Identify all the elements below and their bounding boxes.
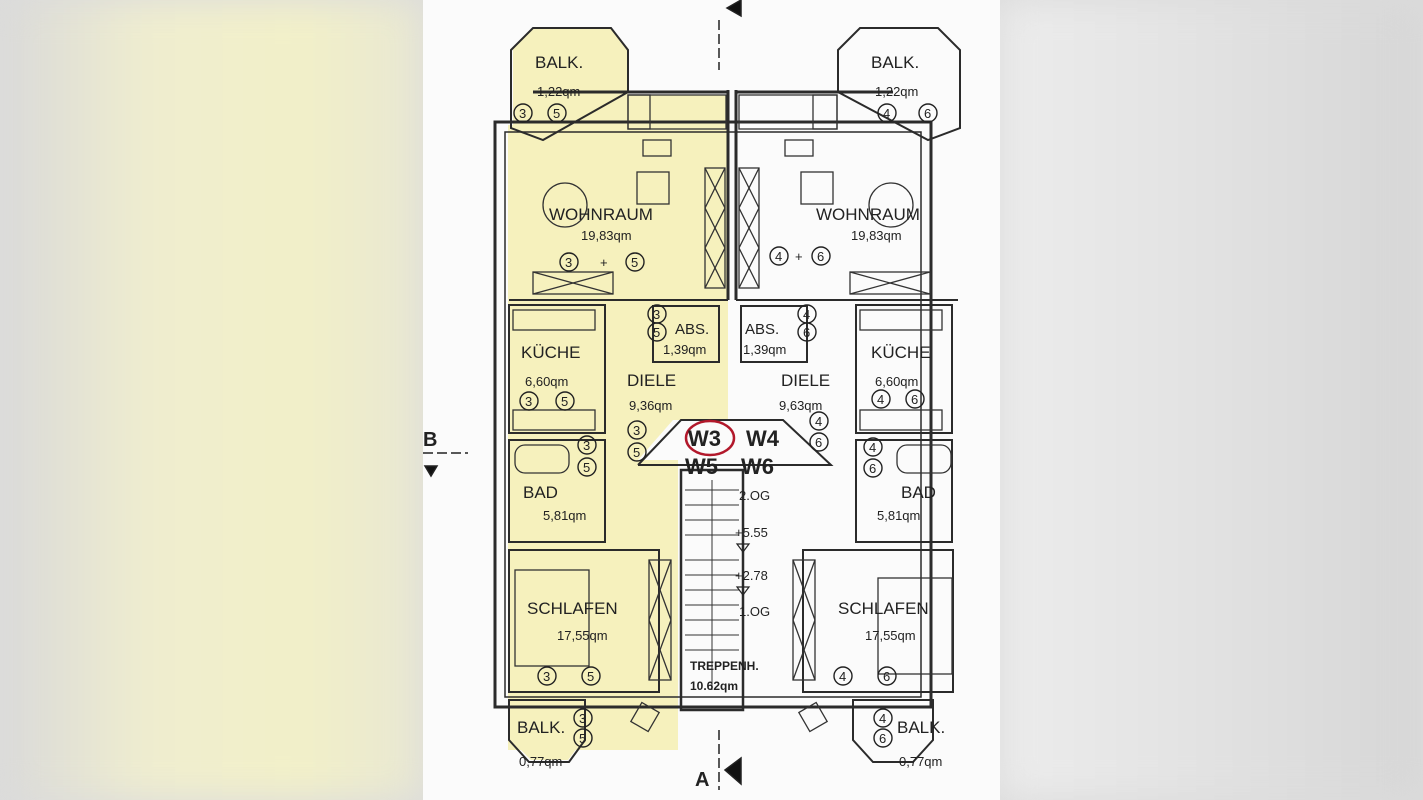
stair-floor-1: 1.OG bbox=[739, 604, 770, 619]
left-balk-bottom-n1: 3 bbox=[579, 711, 586, 726]
left-abs-area: 1,39qm bbox=[663, 342, 706, 357]
right-wohnraum-name: WOHNRAUM bbox=[816, 205, 920, 224]
left-unit-fill bbox=[503, 28, 728, 760]
right-bad-n1: 4 bbox=[869, 440, 876, 455]
stair-labels: W3 W4 W5 W6 2.OG +5.55 +2.78 1.OG TREPPE… bbox=[684, 419, 780, 693]
left-wohnraum-area: 19,83qm bbox=[581, 228, 632, 243]
walls bbox=[493, 27, 961, 763]
left-wohnraum-plus: + bbox=[600, 255, 608, 270]
right-schlafen-name: SCHLAFEN bbox=[838, 599, 929, 618]
left-bad-name: BAD bbox=[523, 483, 558, 502]
right-balk-top-n1: 4 bbox=[883, 106, 890, 121]
right-schlafen-n1: 4 bbox=[839, 669, 846, 684]
right-unit-labels: BALK. 1,22qm 4 6 WOHNRAUM 19,83qm 4 + 6 … bbox=[743, 53, 945, 769]
right-abs-n2: 6 bbox=[803, 325, 810, 340]
left-bad-area: 5,81qm bbox=[543, 508, 586, 523]
right-kueche-area: 6,60qm bbox=[875, 374, 918, 389]
cabinets bbox=[532, 167, 931, 681]
unit-label-w5: W5 bbox=[685, 454, 718, 479]
section-mark-side: B bbox=[423, 429, 437, 451]
right-wohnraum-n2: 6 bbox=[817, 249, 824, 264]
left-bad-n2: 5 bbox=[583, 460, 590, 475]
right-wohnraum-area: 19,83qm bbox=[851, 228, 902, 243]
left-balk-top-area: 1,22qm bbox=[537, 84, 580, 99]
stair-level-2: +5.55 bbox=[735, 525, 768, 540]
right-schlafen-n2: 6 bbox=[883, 669, 890, 684]
left-diele-area: 9,36qm bbox=[629, 398, 672, 413]
right-wohnraum-n1: 4 bbox=[775, 249, 782, 264]
right-diele-n2: 6 bbox=[815, 435, 822, 450]
stair-level-1: +2.78 bbox=[735, 568, 768, 583]
w3-highlight-circle bbox=[684, 419, 736, 457]
stair-treads bbox=[685, 480, 739, 690]
left-diele-n2: 5 bbox=[633, 445, 640, 460]
left-schlafen-name: SCHLAFEN bbox=[527, 599, 618, 618]
right-bad-area: 5,81qm bbox=[877, 508, 920, 523]
left-unit-labels: BALK. 1,22qm 3 5 WOHNRAUM 19,83qm 3 + 5 … bbox=[513, 53, 709, 769]
right-diele-area: 9,63qm bbox=[779, 398, 822, 413]
right-abs-n1: 4 bbox=[803, 307, 810, 322]
floor-plan-drawing: A B BALK. 1,22qm 3 5 WOHNRAUM 19,83qm 3 … bbox=[423, 0, 961, 791]
left-diele-name: DIELE bbox=[627, 371, 676, 390]
right-balk-bottom-n2: 6 bbox=[879, 731, 886, 746]
left-balk-bottom-area: 0,77qm bbox=[519, 754, 562, 769]
left-wohnraum-n2: 5 bbox=[631, 255, 638, 270]
right-wohnraum-plus: + bbox=[795, 249, 803, 264]
left-abs-name: ABS. bbox=[675, 321, 709, 338]
left-wohnraum-n1: 3 bbox=[565, 255, 572, 270]
left-balk-top-n1: 3 bbox=[519, 106, 526, 121]
right-kueche-n1: 4 bbox=[877, 392, 884, 407]
right-balk-top-n2: 6 bbox=[924, 106, 931, 121]
section-mark-bottom: A bbox=[695, 769, 709, 791]
right-balk-bottom-n1: 4 bbox=[879, 711, 886, 726]
unit-label-w4: W4 bbox=[746, 426, 780, 451]
left-kueche-area: 6,60qm bbox=[525, 374, 568, 389]
right-schlafen-area: 17,55qm bbox=[865, 628, 916, 643]
left-bad-n1: 3 bbox=[583, 438, 590, 453]
right-kueche-n2: 6 bbox=[911, 392, 918, 407]
right-balk-bottom-area: 0,77qm bbox=[899, 754, 942, 769]
blurred-background-right bbox=[1000, 0, 1423, 800]
stair-floor-2: 2.OG bbox=[739, 488, 770, 503]
blurred-background-left bbox=[0, 0, 423, 800]
stair-room-name: TREPPENH. bbox=[690, 659, 759, 673]
right-abs-name: ABS. bbox=[745, 321, 779, 338]
left-diele-n1: 3 bbox=[633, 423, 640, 438]
left-kueche-n2: 5 bbox=[561, 394, 568, 409]
right-diele-n1: 4 bbox=[815, 414, 822, 429]
left-balk-bottom-n2: 5 bbox=[579, 731, 586, 746]
left-schlafen-n2: 5 bbox=[587, 669, 594, 684]
unit-label-w6: W6 bbox=[741, 454, 774, 479]
right-bad-n2: 6 bbox=[869, 461, 876, 476]
right-diele-name: DIELE bbox=[781, 371, 830, 390]
right-bad-name: BAD bbox=[901, 483, 936, 502]
right-balk-top-area: 1,22qm bbox=[875, 84, 918, 99]
left-kueche-name: KÜCHE bbox=[521, 343, 581, 362]
left-wohnraum-name: WOHNRAUM bbox=[549, 205, 653, 224]
floor-plan-viewer: A B BALK. 1,22qm 3 5 WOHNRAUM 19,83qm 3 … bbox=[423, 0, 1000, 800]
stair-room-area: 10.62qm bbox=[690, 679, 738, 693]
left-schlafen-area: 17,55qm bbox=[557, 628, 608, 643]
left-balk-top-n2: 5 bbox=[553, 106, 560, 121]
right-kueche-name: KÜCHE bbox=[871, 343, 931, 362]
left-balk-bottom-name: BALK. bbox=[517, 718, 565, 737]
right-balk-bottom-name: BALK. bbox=[897, 718, 945, 737]
right-abs-area: 1,39qm bbox=[743, 342, 786, 357]
furniture bbox=[512, 94, 953, 733]
unit-label-w3: W3 bbox=[688, 426, 721, 451]
left-schlafen-n1: 3 bbox=[543, 669, 550, 684]
left-kueche-n1: 3 bbox=[525, 394, 532, 409]
left-balk-top-name: BALK. bbox=[535, 53, 583, 72]
left-abs-n2: 5 bbox=[653, 325, 660, 340]
right-balk-top-name: BALK. bbox=[871, 53, 919, 72]
left-abs-n1: 3 bbox=[653, 307, 660, 322]
section-markers bbox=[423, 0, 742, 790]
